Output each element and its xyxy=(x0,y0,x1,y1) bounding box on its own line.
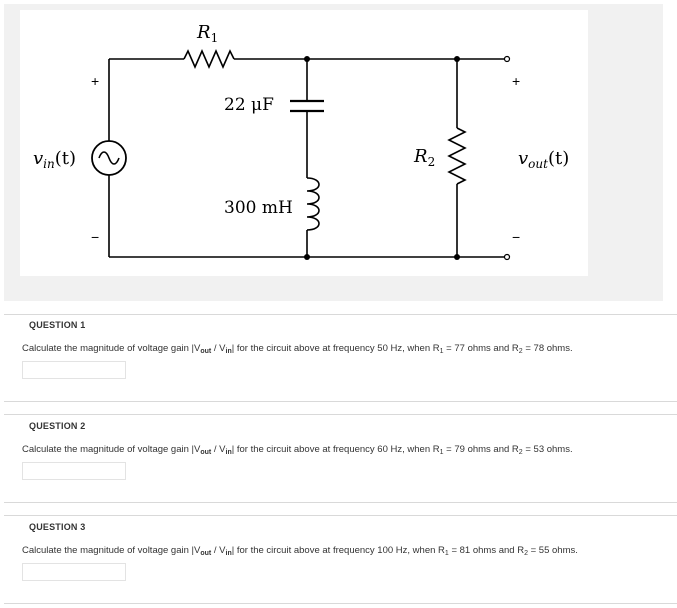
junction-bottom-cap xyxy=(304,254,310,260)
question-2-text: Calculate the magnitude of voltage gain … xyxy=(22,444,573,456)
question-1-text: Calculate the magnitude of voltage gain … xyxy=(22,343,573,355)
r2-label: R2 xyxy=(413,146,435,169)
question-1-title: QUESTION 1 xyxy=(29,320,86,330)
question-3-title: QUESTION 3 xyxy=(29,522,86,532)
resistor-r1-symbol xyxy=(183,49,235,69)
r1-label: R1 xyxy=(196,22,218,45)
question-1-answer-input[interactable] xyxy=(22,361,126,379)
junction-top-cap xyxy=(304,56,310,62)
vout-minus-sign: − xyxy=(512,229,520,245)
vin-label: vin(t) xyxy=(33,148,76,171)
question-2-answer-input[interactable] xyxy=(22,462,126,480)
question-3-text: Calculate the magnitude of voltage gain … xyxy=(22,545,578,557)
ac-source-wave xyxy=(98,151,120,165)
question-divider xyxy=(4,414,677,415)
question-divider xyxy=(4,502,677,503)
vin-minus-sign: − xyxy=(91,229,99,245)
question-3-answer-input[interactable] xyxy=(22,563,126,581)
vout-label: vout(t) xyxy=(518,148,569,171)
inductor-label: 300 mH xyxy=(224,198,293,218)
resistor-r2-symbol xyxy=(447,127,467,185)
vin-plus-sign: + xyxy=(91,73,99,89)
ac-source-circle xyxy=(91,140,127,176)
junction-top-r2 xyxy=(454,56,460,62)
question-2-title: QUESTION 2 xyxy=(29,421,86,431)
question-divider xyxy=(4,603,677,604)
circuit-figure-background xyxy=(20,10,588,276)
output-terminal-bottom xyxy=(503,253,511,261)
output-terminal-top xyxy=(503,55,511,63)
vout-plus-sign: + xyxy=(512,73,520,89)
question-divider xyxy=(4,401,677,402)
capacitor-label: 22 μF xyxy=(224,95,274,115)
junction-bottom-r2 xyxy=(454,254,460,260)
circuit-diagram: R1 22 μF 300 mH R2 vin(t) vout(t) + − + … xyxy=(33,22,569,261)
question-divider xyxy=(4,314,677,315)
inductor-symbol xyxy=(306,177,320,231)
question-divider xyxy=(4,515,677,516)
